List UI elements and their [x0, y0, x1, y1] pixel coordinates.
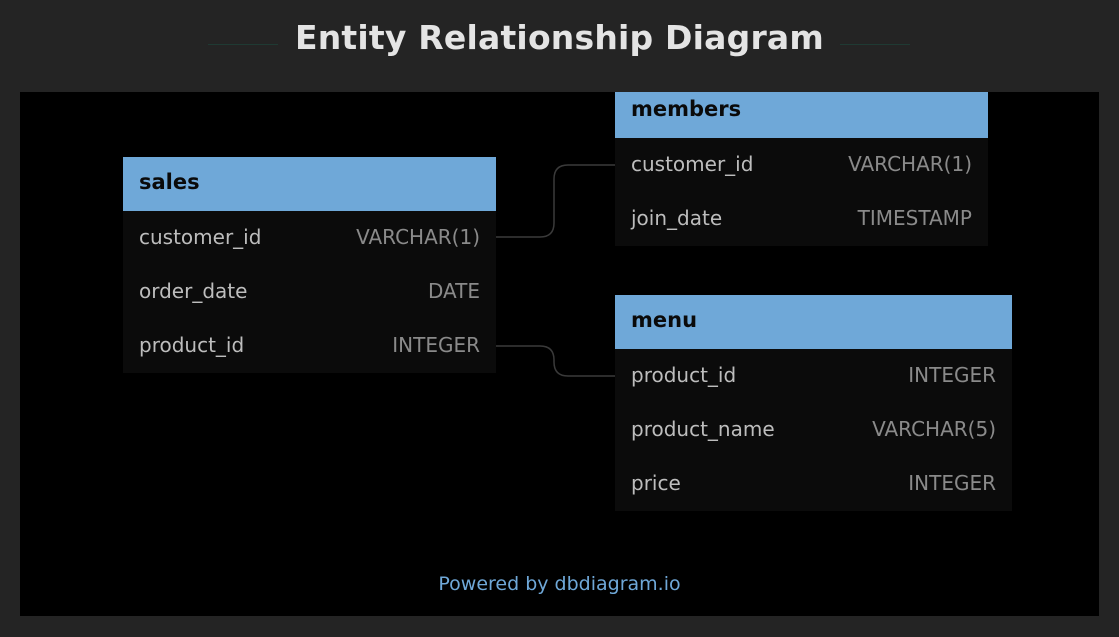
link-sales-product-id-to-menu-product-id: [496, 345, 615, 377]
table-row[interactable]: product_id INTEGER: [123, 319, 496, 373]
header: Entity Relationship Diagram: [0, 0, 1119, 92]
field-name: product_id: [139, 333, 245, 357]
page-title: Entity Relationship Diagram: [294, 18, 824, 57]
field-type: VARCHAR(1): [356, 225, 480, 249]
field-name: join_date: [631, 206, 723, 230]
field-type: TIMESTAMP: [857, 206, 972, 230]
field-type: INTEGER: [908, 363, 996, 387]
table-row[interactable]: join_date TIMESTAMP: [615, 192, 988, 246]
field-name: customer_id: [631, 152, 754, 176]
link-sales-customer-id-to-members-customer-id: [496, 164, 615, 238]
field-type: INTEGER: [908, 471, 996, 495]
table-menu[interactable]: menu product_id INTEGER product_name VAR…: [615, 295, 1012, 511]
field-name: product_name: [631, 417, 775, 441]
table-members[interactable]: members customer_id VARCHAR(1) join_date…: [615, 92, 988, 246]
table-header-menu[interactable]: menu: [615, 295, 1012, 349]
table-row[interactable]: product_id INTEGER: [615, 349, 1012, 403]
field-name: price: [631, 471, 681, 495]
title-decoration-left: [208, 44, 278, 45]
powered-by-link[interactable]: Powered by dbdiagram.io: [438, 573, 681, 595]
table-row[interactable]: price INTEGER: [615, 457, 1012, 511]
diagram-canvas[interactable]: sales customer_id VARCHAR(1) order_date …: [20, 92, 1099, 616]
table-row[interactable]: customer_id VARCHAR(1): [123, 211, 496, 265]
table-header-sales[interactable]: sales: [123, 157, 496, 211]
field-type: VARCHAR(5): [872, 417, 996, 441]
table-row[interactable]: customer_id VARCHAR(1): [615, 138, 988, 192]
table-row[interactable]: order_date DATE: [123, 265, 496, 319]
table-row[interactable]: product_name VARCHAR(5): [615, 403, 1012, 457]
table-sales[interactable]: sales customer_id VARCHAR(1) order_date …: [123, 157, 496, 373]
field-type: DATE: [427, 279, 480, 303]
field-type: INTEGER: [392, 333, 480, 357]
field-name: product_id: [631, 363, 737, 387]
field-name: customer_id: [139, 225, 262, 249]
table-header-members[interactable]: members: [615, 92, 988, 138]
relationship-links: [496, 164, 615, 377]
field-name: order_date: [139, 279, 248, 303]
title-decoration-right: [840, 44, 910, 45]
field-type: VARCHAR(1): [848, 152, 972, 176]
